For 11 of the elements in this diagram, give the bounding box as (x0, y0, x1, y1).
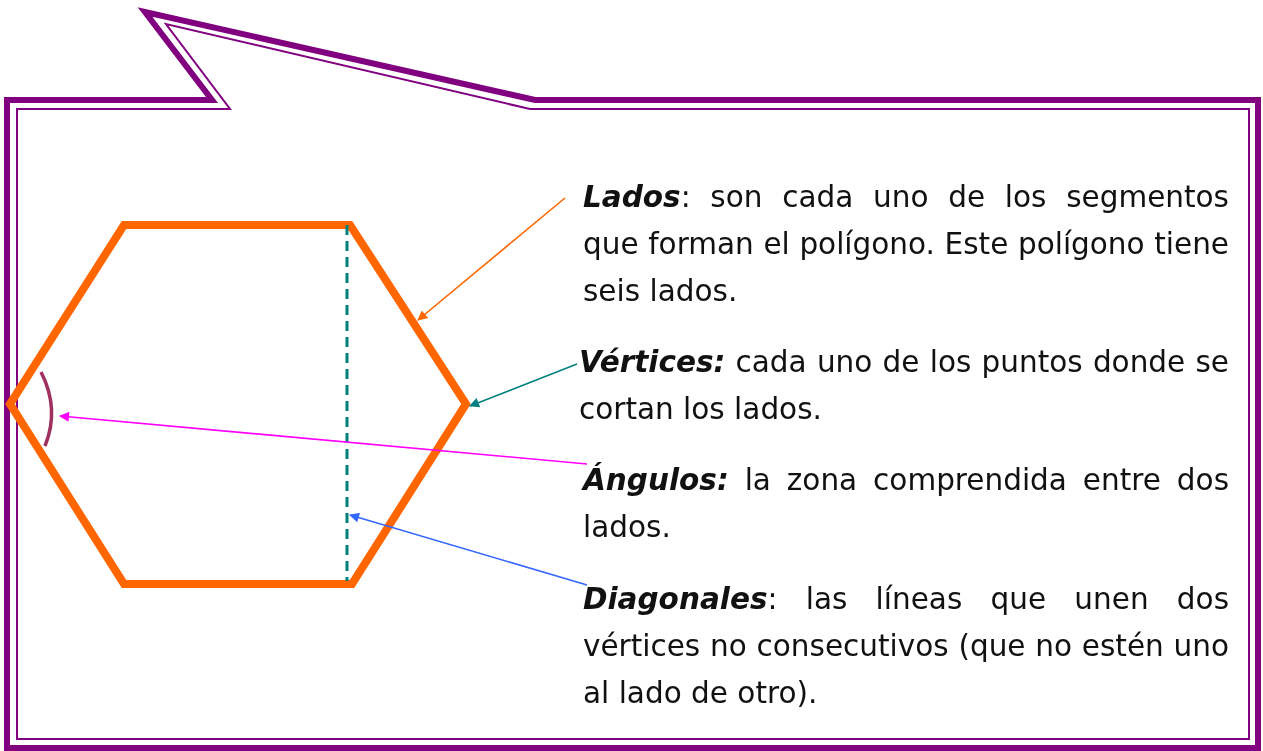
diagonal-line (344, 225, 350, 581)
angle-arc (38, 370, 56, 448)
leader-arrow (469, 363, 578, 408)
definition-text: Lados: son cada uno de los segmentos que forman el polígono. Este polígono tiene seis lados. (583, 179, 1229, 310)
leader-arrow (59, 411, 588, 465)
definition-text: Diagonales: las líneas que unen dos vértices no consecutivos (que no estén uno al lado de otro). (583, 581, 1229, 712)
definition-text: Vértices: cada uno de los puntos donde se cortan los lados. (579, 344, 1229, 428)
leader-arrow (417, 197, 566, 321)
leader-arrow (349, 512, 588, 586)
hexagon-shape (6, 221, 470, 588)
definition-text: Ángulos: la zona comprendida entre dos lados. (583, 461, 1229, 546)
